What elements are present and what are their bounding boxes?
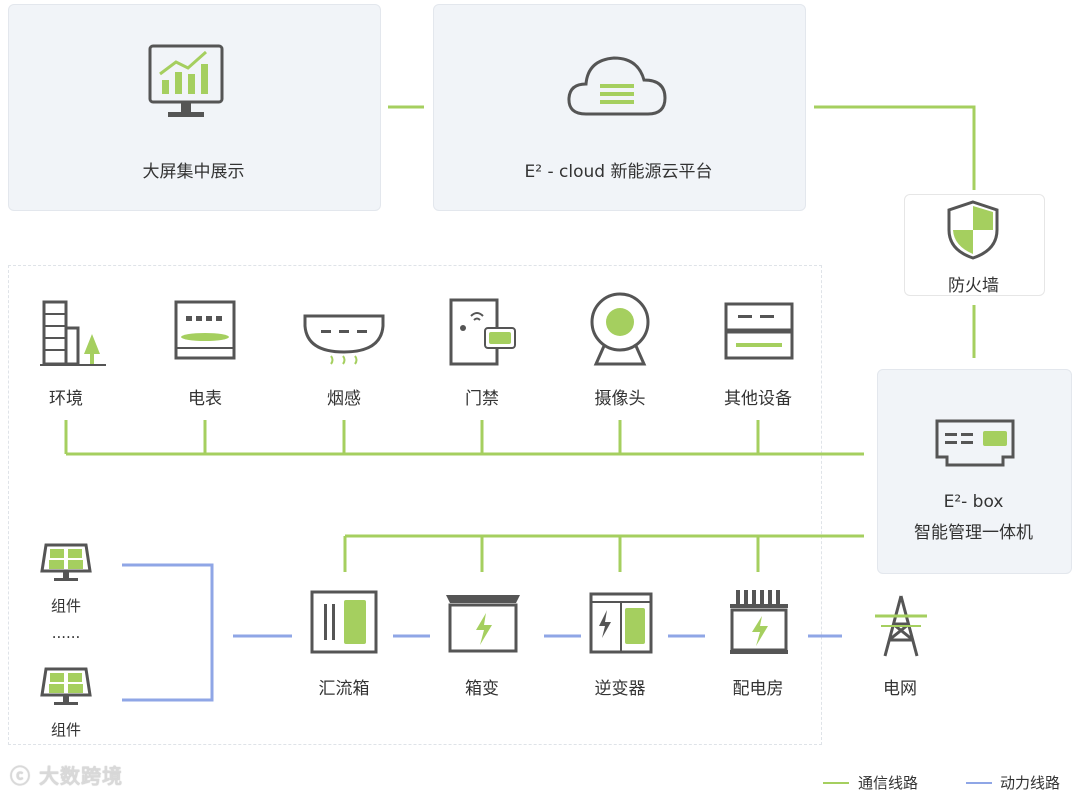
- module-label-bottom: 组件: [50, 721, 81, 739]
- distribution-room-icon: [730, 590, 788, 654]
- power-label-combiner: 汇流箱: [318, 679, 370, 699]
- power-tower-icon: [875, 595, 927, 657]
- device-label-meter: 电表: [188, 389, 222, 409]
- legend-power-label: 动力线路: [1000, 774, 1061, 792]
- other-device-icon: [724, 302, 794, 360]
- device-label-other: 其他设备: [724, 389, 792, 409]
- display-label: 大屏集中展示: [142, 162, 245, 182]
- watermark-logo-icon: ⓒ: [10, 764, 31, 788]
- cloud-icon: [567, 56, 667, 116]
- power-label-distribution: 配电房: [732, 679, 784, 699]
- power-label-grid: 电网: [883, 679, 917, 699]
- building-icon: [40, 300, 106, 366]
- device-label-camera: 摄像头: [594, 389, 646, 409]
- legend-comm-label: 通信线路: [858, 774, 919, 792]
- combiner-box-icon: [310, 590, 378, 654]
- solar-panel-icon: [40, 667, 92, 705]
- device-label-env: 环境: [49, 389, 83, 409]
- module-label-top: 组件: [50, 597, 81, 615]
- box-device-icon: [935, 419, 1015, 467]
- monitor-chart-icon: [148, 44, 224, 117]
- power-label-inverter: 逆变器: [594, 679, 646, 699]
- smoke-detector-icon: [303, 314, 385, 365]
- access-control-icon: [449, 298, 516, 366]
- camera-icon: [590, 292, 650, 366]
- electric-meter-icon: [174, 300, 236, 360]
- solar-panel-icon: [40, 543, 92, 581]
- shield-icon: [947, 200, 999, 260]
- device-label-access: 门禁: [465, 389, 499, 409]
- device-label-smoke: 烟感: [327, 389, 361, 409]
- device-area-frame: [8, 265, 822, 745]
- box-label-2: 智能管理一体机: [914, 523, 1033, 543]
- cloud-card: [433, 4, 806, 211]
- legend-power-line: [966, 782, 992, 784]
- inverter-icon: [589, 592, 653, 654]
- module-dots: ......: [51, 624, 81, 642]
- box-transformer-icon: [446, 595, 520, 653]
- watermark-text: 大数跨境: [38, 764, 123, 788]
- display-card: [8, 4, 381, 211]
- box-card: [877, 369, 1072, 574]
- box-label-1: E²- box: [943, 492, 1004, 512]
- power-label-transformer: 箱变: [465, 679, 499, 699]
- firewall-label: 防火墙: [948, 276, 999, 296]
- legend-comm-line: [823, 782, 849, 784]
- watermark: ⓒ 大数跨境: [10, 760, 123, 789]
- cloud-label: E² - cloud 新能源云平台: [524, 162, 713, 182]
